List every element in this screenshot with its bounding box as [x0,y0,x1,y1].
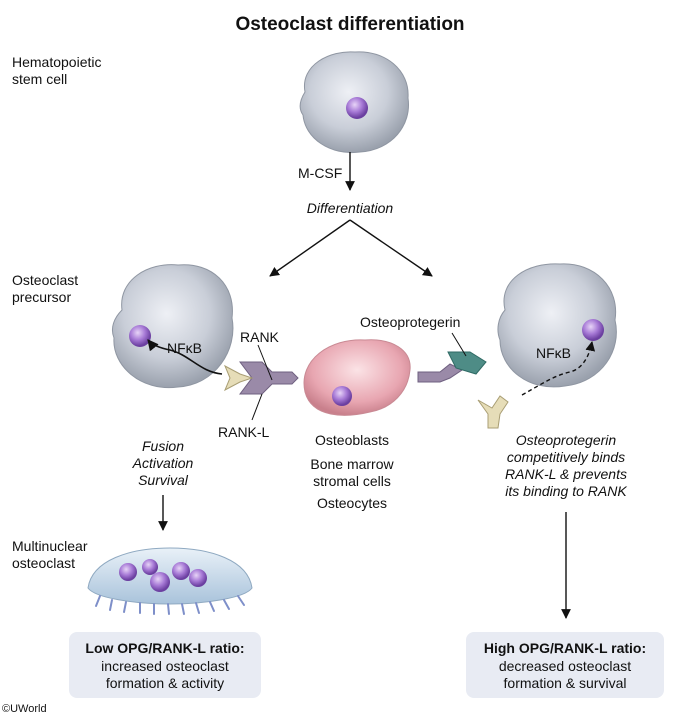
osteoblasts-label: Osteoblasts [315,432,389,448]
copyright-text: ©UWorld [2,703,47,715]
blocked-signal-arrow [521,341,596,396]
stage-label-hsc: Hematopoietic stem cell [12,54,102,87]
rank-pointer [257,344,273,381]
left-precursor-cell [111,264,234,389]
high-ratio-text: decreased osteoclast formation & surviva… [498,658,632,691]
nfkb-signal-arrow [147,339,223,375]
arrow-to-precursor-left [269,219,351,277]
rankl-pointer [251,393,263,421]
rankl-label: RANK-L [218,424,270,440]
stage-label-multinuclear: Multinuclear osteoclast [12,538,88,571]
hsc-cell [299,51,409,154]
nfkb-right-label: NFκB [536,345,571,361]
left-precursor-nucleus [129,325,151,347]
hsc-nucleus [346,97,368,119]
osteoblast-cell [303,339,411,416]
fusion-label: Fusion Activation Survival [132,438,194,488]
right-precursor-cell [497,263,617,396]
rank-ligand [224,364,254,392]
nfkb-left-label: NFκB [167,340,202,356]
low-ratio-box: Low OPG/RANK-L ratio: increased osteocla… [69,632,261,698]
rank-receptor [239,361,299,395]
mcsf-label: M-CSF [298,165,343,181]
opg-molecule [447,351,487,375]
osteocytes-label: Osteocytes [316,495,388,511]
right-precursor-nucleus [582,319,604,341]
high-ratio-heading: High OPG/RANK-L ratio: [483,640,647,656]
low-ratio-heading: Low OPG/RANK-L ratio: [85,640,245,656]
stromal-label: Bone marrow stromal cells [310,456,394,489]
multinuclear-osteoclast [87,547,253,615]
differentiation-label: Differentiation [306,200,394,216]
opg-bound-ligand [417,363,463,383]
arrow-to-precursor-right [349,219,433,277]
osteoblast-nucleus [332,386,352,406]
diagram-title: Osteoclast differentiation [235,14,465,35]
high-ratio-box: High OPG/RANK-L ratio: decreased osteocl… [466,632,664,698]
free-rank-receptor [477,395,509,429]
opg-note: Osteoprotegerin competitively binds RANK… [505,432,627,499]
low-ratio-text: increased osteoclast formation & activit… [101,658,229,691]
rank-label: RANK [240,329,279,345]
opg-pointer [451,332,467,357]
stage-label-precursor: Osteoclast precursor [12,272,79,305]
opg-label: Osteoprotegerin [360,314,461,330]
